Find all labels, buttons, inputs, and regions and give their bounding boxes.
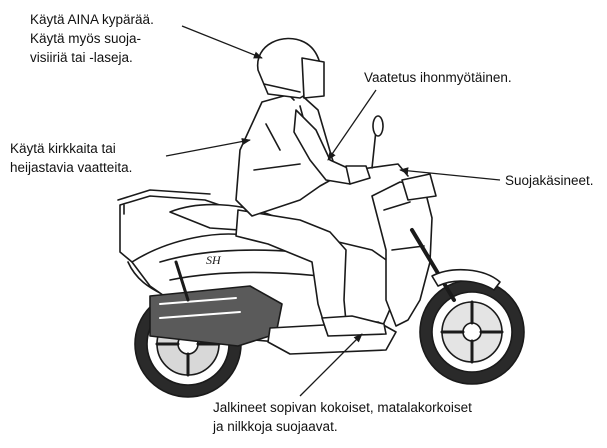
mirror [373,116,383,136]
clothing-callout: Vaatetus ihonmyötäinen. [364,68,512,87]
clothing-pointer [328,90,376,160]
callout-line: Jalkineet sopivan kokoiset, matalakorkoi… [213,398,472,417]
helmet-visor [302,58,324,98]
front-wheel [420,280,524,384]
footwear-callout: Jalkineet sopivan kokoiset, matalakorkoi… [213,398,472,436]
model-badge: SH [206,253,222,267]
callout-line: Vaatetus ihonmyötäinen. [364,68,512,87]
callout-line: Käytä myös suoja- [30,29,154,48]
bright-clothes-callout: Käytä kirkkaita tai heijastavia vaatteit… [10,139,132,177]
rider-glove [346,166,370,184]
callout-line: Käytä AINA kypärää. [30,10,154,29]
gloves-callout: Suojakäsineet. [505,171,594,190]
headlight [402,174,436,200]
callout-line: Käytä kirkkaita tai [10,139,132,158]
bright-clothes-pointer [166,140,250,156]
helmet-callout: Käytä AINA kypärää. Käytä myös suoja- vi… [30,10,154,67]
callout-line: Suojakäsineet. [505,171,594,190]
callout-line: heijastavia vaatteita. [10,158,132,177]
rider-helmet [258,38,324,98]
callout-line: ja nilkkoja suojaavat. [213,417,472,436]
engine-unit [150,286,282,346]
helmet-pointer [182,26,262,58]
callout-line: visiiriä tai -laseja. [30,48,154,67]
